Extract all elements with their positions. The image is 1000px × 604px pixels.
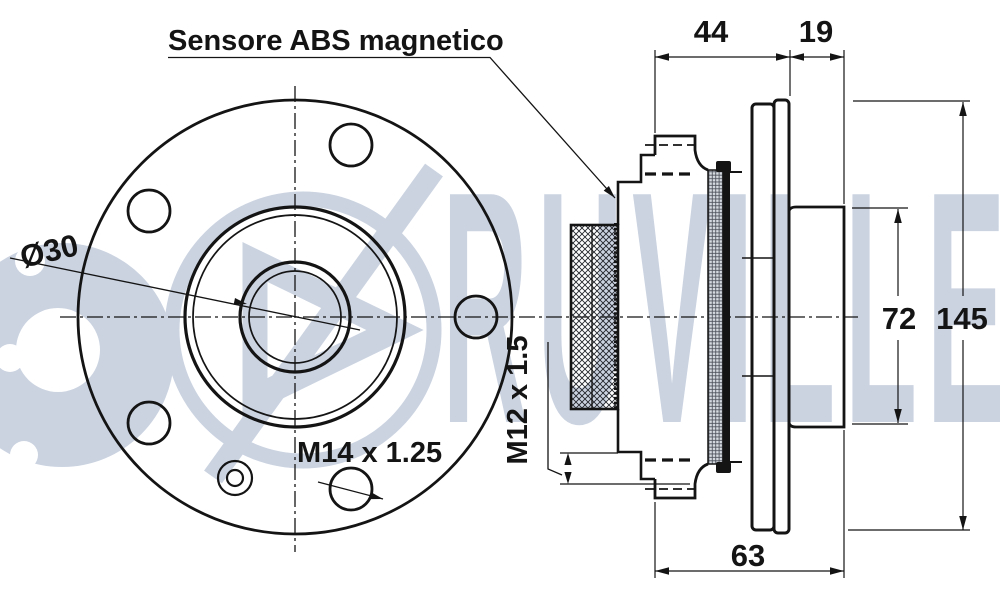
sensor-leader-arrow <box>603 186 615 198</box>
abs-encoder-ring <box>707 169 724 465</box>
axle-thread-leader-line <box>547 342 563 476</box>
bore-leader-line <box>9 257 361 331</box>
locating-hole-inner <box>225 468 245 488</box>
axle-thread-label: M12 x 1.5 <box>502 336 534 465</box>
flange-notch-line <box>742 257 774 377</box>
hub-step-profile <box>616 153 655 481</box>
sensor-label: Sensore ABS magnetico <box>168 25 504 57</box>
stud-thread-label: M14 x 1.25 <box>297 437 442 469</box>
hub-section-view <box>569 98 846 535</box>
dim-44-label: 44 <box>694 14 729 49</box>
flange-plate-rear <box>772 98 791 535</box>
stud-hole <box>126 188 172 234</box>
abs-ring-joint-line <box>728 171 742 463</box>
stud-hole <box>328 122 374 168</box>
outer-ring-cylinder <box>787 205 846 429</box>
dim-63-label: 63 <box>731 538 765 573</box>
dimension-lines <box>560 50 970 578</box>
dim-19-label: 19 <box>799 14 833 49</box>
stud-boss-top <box>653 134 709 172</box>
bore-leader-arrow <box>233 298 247 305</box>
hub-front-view <box>60 86 858 552</box>
abs-ring-cap-bottom <box>716 462 731 473</box>
axle-stub-hatched <box>569 223 620 411</box>
stud-hole <box>328 466 374 512</box>
stud-boss-bottom <box>653 462 709 500</box>
stud-leader-arrow <box>369 492 383 500</box>
locating-hole-outer <box>216 459 254 497</box>
abs-ring-carrier <box>723 164 730 470</box>
abs-ring-cap-top <box>716 161 731 172</box>
callouts <box>9 56 616 500</box>
sensor-leader-line <box>168 56 616 199</box>
stud-hole <box>126 400 172 446</box>
dimension-arrows <box>564 53 967 575</box>
dim-72-label: 72 <box>882 301 916 336</box>
dim-145-label: 145 <box>936 301 988 336</box>
extension-lines <box>560 50 970 578</box>
